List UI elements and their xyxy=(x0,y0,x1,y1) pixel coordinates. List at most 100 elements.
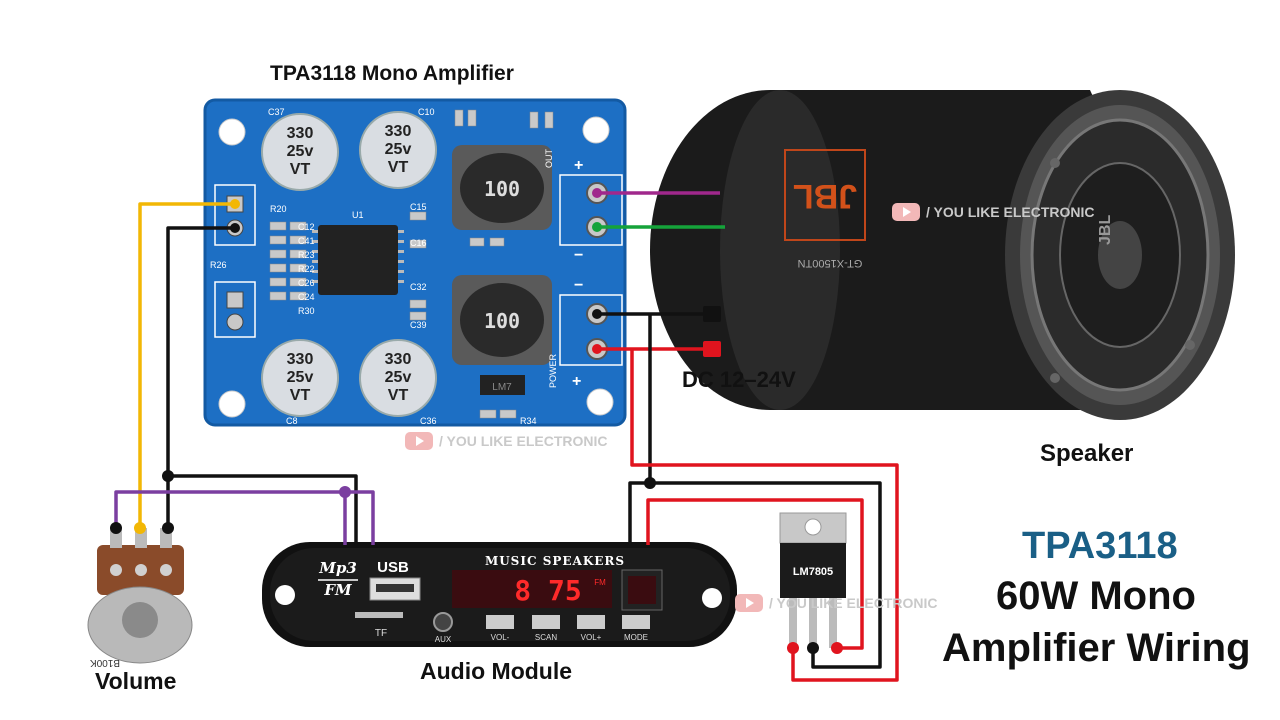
svg-text:25v: 25v xyxy=(385,141,412,158)
led-display xyxy=(452,570,612,608)
play-icon xyxy=(892,203,920,221)
lm7805-regulator: LM7805 xyxy=(779,512,847,648)
regulated-5v-wire xyxy=(646,498,864,650)
svg-text:330: 330 xyxy=(287,125,314,142)
dc-input-label: DC 12–24V xyxy=(682,367,796,392)
ground-distribution-wire xyxy=(628,314,652,545)
signal-wire xyxy=(138,202,235,528)
input-ground-wire xyxy=(166,226,235,528)
svg-text:C16: C16 xyxy=(410,238,427,248)
dc-positive-connector xyxy=(703,341,721,357)
svg-text:TF: TF xyxy=(375,628,387,639)
vol-plus-label: VOL+ xyxy=(581,633,602,642)
module-logo-fm: FM xyxy=(323,581,352,599)
svg-text:25v: 25v xyxy=(385,369,412,386)
title-line-3: Amplifier Wiring xyxy=(942,626,1251,670)
capacitor-bottom-right: 330 25v VT xyxy=(359,339,437,417)
ic-chip xyxy=(318,225,398,295)
svg-text:100: 100 xyxy=(484,177,520,201)
audio-module-label: Audio Module xyxy=(420,658,573,684)
volume-label: Volume xyxy=(95,668,177,694)
jbl-logo-box xyxy=(784,149,866,241)
svg-text:C32: C32 xyxy=(410,282,427,292)
svg-text:330: 330 xyxy=(385,351,412,368)
svg-text:VT: VT xyxy=(290,387,311,404)
svg-text:R34: R34 xyxy=(520,416,537,426)
tf-slot xyxy=(355,612,403,618)
svg-text:25v: 25v xyxy=(287,369,314,386)
capacitor-bottom-left: 330 25v VT xyxy=(261,339,339,417)
svg-text:C41: C41 xyxy=(298,236,315,246)
watermark-board: / YOU LIKE ELECTRONIC xyxy=(405,432,608,450)
module-ground-wire xyxy=(168,474,358,545)
usb-label: USB xyxy=(377,559,409,576)
module-logo-mp3: Mp3 xyxy=(318,559,357,577)
vol-minus-label: VOL- xyxy=(491,633,510,642)
inductor-top: 100 xyxy=(452,145,552,230)
speaker-label: Speaker xyxy=(1040,440,1134,467)
play-icon xyxy=(735,594,763,612)
svg-text:C37: C37 xyxy=(268,107,285,117)
aux-jack xyxy=(433,612,453,632)
svg-text:+: + xyxy=(572,373,581,390)
pot-value: B100K xyxy=(90,657,120,668)
svg-text:C15: C15 xyxy=(410,202,427,212)
watermark-module: / YOU LIKE ELECTRONIC xyxy=(735,594,938,612)
amplifier-label: TPA3118 Mono Amplifier xyxy=(270,62,514,85)
capacitor-top-right: 330 25v VT xyxy=(359,111,437,189)
watermark-speaker: / YOU LIKE ELECTRONIC xyxy=(892,203,1095,221)
svg-text:−: − xyxy=(574,247,583,264)
svg-text:VT: VT xyxy=(290,161,311,178)
svg-text:OUT: OUT xyxy=(544,149,554,169)
capacitor-top-left: 330 25v VT xyxy=(261,113,339,191)
speaker: JBL GT-X1500TN JBL xyxy=(650,90,1235,420)
audio-module: Mp3 FM USB TF AUX MUSIC SPEAKERS 8 75 FM… xyxy=(262,542,737,647)
speaker-model: GT-X1500TN xyxy=(798,257,863,269)
svg-text:FM: FM xyxy=(594,578,606,587)
regulator-chip xyxy=(480,375,525,395)
ground-to-regulator-wire xyxy=(650,481,882,669)
svg-text:VT: VT xyxy=(388,159,409,176)
regulator-label: LM7805 xyxy=(793,566,833,578)
dc-negative-connector xyxy=(703,306,721,322)
inductor-bottom: 100 xyxy=(452,275,552,365)
amplifier-board: 330 25v VT 330 25v VT 330 25v VT 330 25v… xyxy=(203,98,627,427)
scan-label: SCAN xyxy=(535,633,557,642)
svg-text:25v: 25v xyxy=(287,143,314,160)
svg-text:C8: C8 xyxy=(286,416,298,426)
svg-text:+: + xyxy=(574,157,583,174)
svg-text:R30: R30 xyxy=(298,306,315,316)
svg-text:C10: C10 xyxy=(418,107,435,117)
svg-text:C39: C39 xyxy=(410,320,427,330)
svg-text:R26: R26 xyxy=(210,260,227,270)
svg-text:330: 330 xyxy=(287,351,314,368)
speaker-brand: JBL xyxy=(793,177,857,215)
svg-text:−: − xyxy=(574,277,583,294)
svg-text:POWER: POWER xyxy=(548,353,558,388)
title-line-2: 60W Mono xyxy=(996,574,1196,618)
supply-to-regulator-wire xyxy=(630,349,899,682)
mode-label: MODE xyxy=(624,633,648,642)
module-header: MUSIC SPEAKERS xyxy=(485,554,625,568)
svg-text:R22: R22 xyxy=(298,264,315,274)
svg-text:330: 330 xyxy=(385,123,412,140)
title-line-1: TPA3118 xyxy=(1022,525,1178,567)
svg-text:C12: C12 xyxy=(298,222,315,232)
display-frequency: 8 75 xyxy=(514,574,581,607)
svg-text:C36: C36 xyxy=(420,416,437,426)
svg-text:C24: C24 xyxy=(298,292,315,302)
svg-text:R23: R23 xyxy=(298,250,315,260)
svg-text:U1: U1 xyxy=(352,210,364,220)
svg-text:C26: C26 xyxy=(298,278,315,288)
potentiometer: B100K xyxy=(87,528,193,668)
svg-text:VT: VT xyxy=(388,387,409,404)
play-icon xyxy=(405,432,433,450)
audio-out-wire xyxy=(114,490,375,545)
svg-text:LM7: LM7 xyxy=(492,382,512,393)
svg-text:AUX: AUX xyxy=(435,635,452,644)
svg-text:R20: R20 xyxy=(270,204,287,214)
svg-text:100: 100 xyxy=(484,309,520,333)
module-buttons: VOL- SCAN VOL+ MODE xyxy=(486,615,650,642)
speaker-grille-brand: JBL xyxy=(1097,215,1114,245)
